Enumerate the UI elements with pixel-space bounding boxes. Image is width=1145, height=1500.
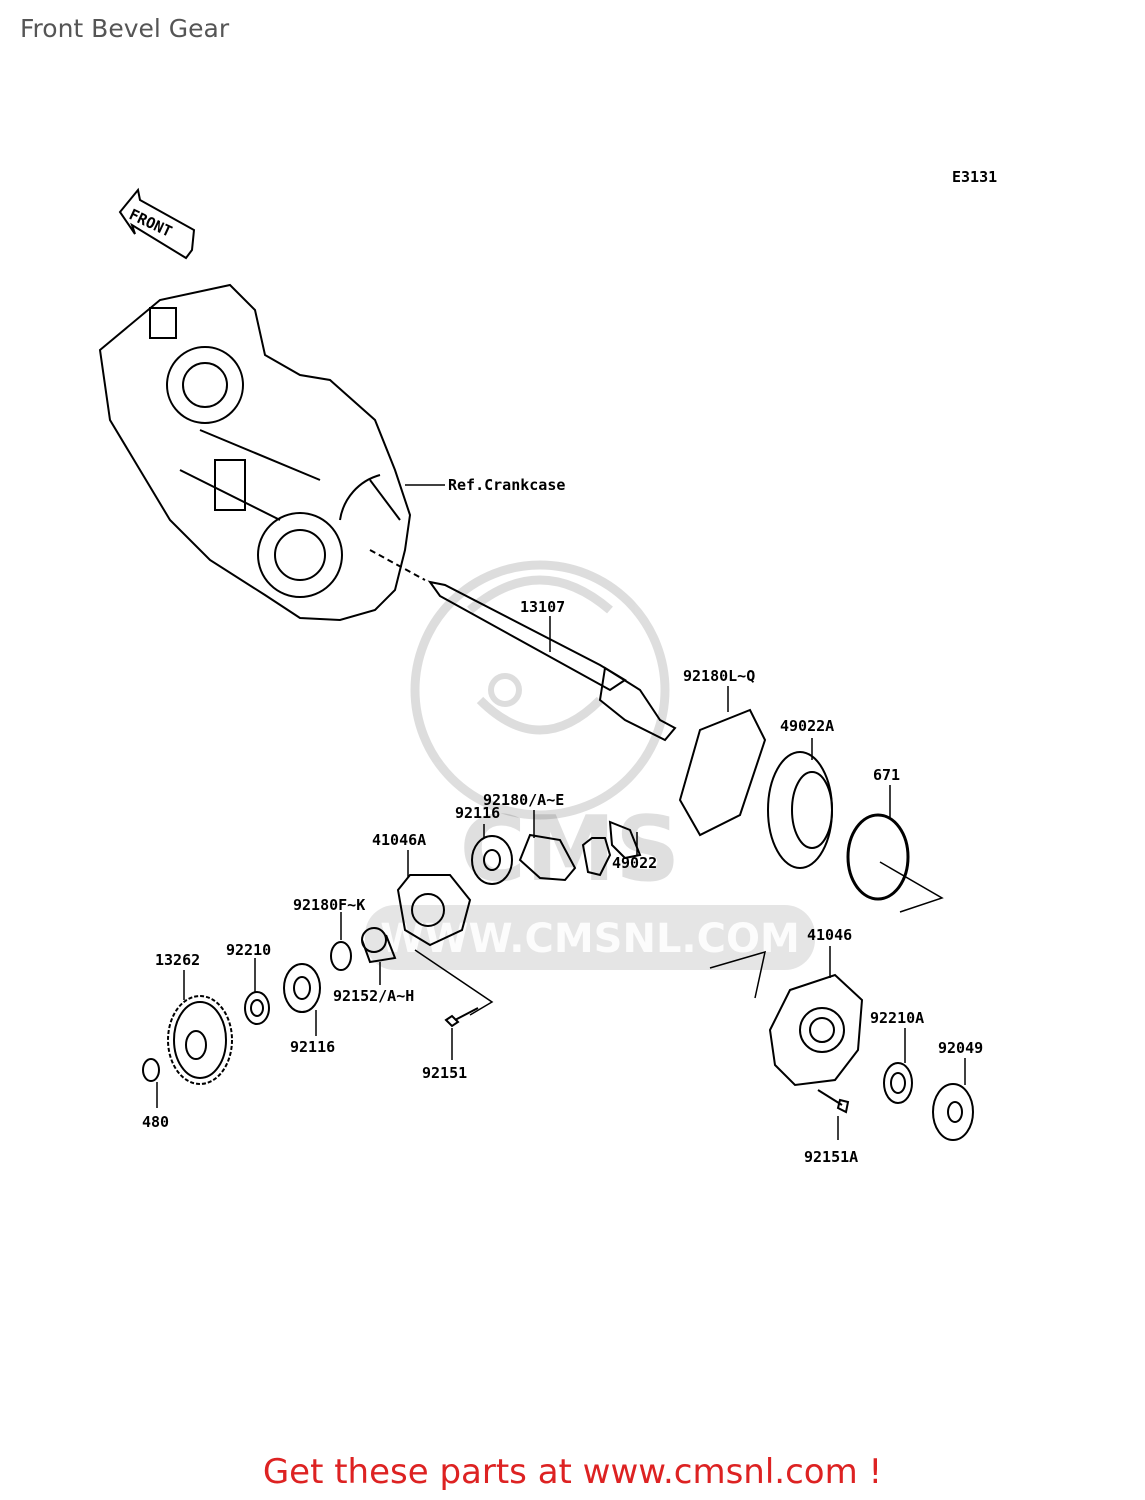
pinion-49022-drawing [581,820,642,877]
footer-cta-link[interactable]: Get these parts at www.cmsnl.com ! [262,1452,883,1492]
bearing-92116-lower-drawing [283,963,321,1013]
gear-13262-drawing [167,995,233,1085]
part-label-92116-lower[interactable]: 92116 [290,1038,335,1056]
watermark-banner [365,905,815,970]
housing-41046a-drawing [396,874,472,947]
collar-92152-drawing [361,927,397,964]
crankcase-drawing [98,283,412,622]
diagram-code: E3131 [952,168,997,186]
bolt-92151a-drawing [817,1089,850,1114]
part-label-92151[interactable]: 92151 [422,1064,467,1082]
part-label-92152-a-h[interactable]: 92152/A~H [333,987,414,1005]
watermark-logo: CMS [460,797,680,902]
part-label-13262[interactable]: 13262 [155,951,200,969]
part-label-92151a[interactable]: 92151A [804,1148,858,1166]
ring-92180f-drawing [330,941,352,971]
gasket-92180a-drawing [518,833,577,882]
part-label-41046[interactable]: 41046 [807,926,852,944]
part-label-49022a[interactable]: 49022A [780,717,834,735]
part-label-92210[interactable]: 92210 [226,941,271,959]
watermark-text: WWW.CMSNL.COM [380,916,800,962]
part-label-13107[interactable]: 13107 [520,598,565,616]
part-label-92180l-q[interactable]: 92180L~Q [683,667,755,685]
part-label-41046a[interactable]: 41046A [372,831,426,849]
shaft-13107-drawing [369,549,677,742]
oring-671-drawing [846,813,910,901]
gasket-92180l-drawing [678,708,767,837]
bolt-92151-drawing [444,1007,479,1028]
part-label-92180a-e[interactable]: 92180/A~E [483,791,564,809]
page-title: Front Bevel Gear [20,14,230,43]
front-arrow-icon [118,187,196,260]
seal-92210-drawing [244,991,270,1025]
cover-41046-drawing [768,973,864,1087]
circlip-480-drawing [142,1058,160,1082]
ref-crankcase-label: Ref.Crankcase [448,476,565,494]
watermark [410,560,670,820]
seal-92210a-drawing [883,1062,913,1104]
gear-49022a-drawing [767,751,833,869]
cap-92049-drawing [932,1083,974,1141]
part-label-92210a[interactable]: 92210A [870,1009,924,1027]
part-label-480[interactable]: 480 [142,1113,169,1131]
part-label-671[interactable]: 671 [873,766,900,784]
part-label-92116-upper[interactable]: 92116 [455,804,500,822]
part-label-92049[interactable]: 92049 [938,1039,983,1057]
bearing-92116-drawing [471,835,513,885]
part-label-49022[interactable]: 49022 [612,854,657,872]
part-label-92180f-k[interactable]: 92180F~K [293,896,365,914]
